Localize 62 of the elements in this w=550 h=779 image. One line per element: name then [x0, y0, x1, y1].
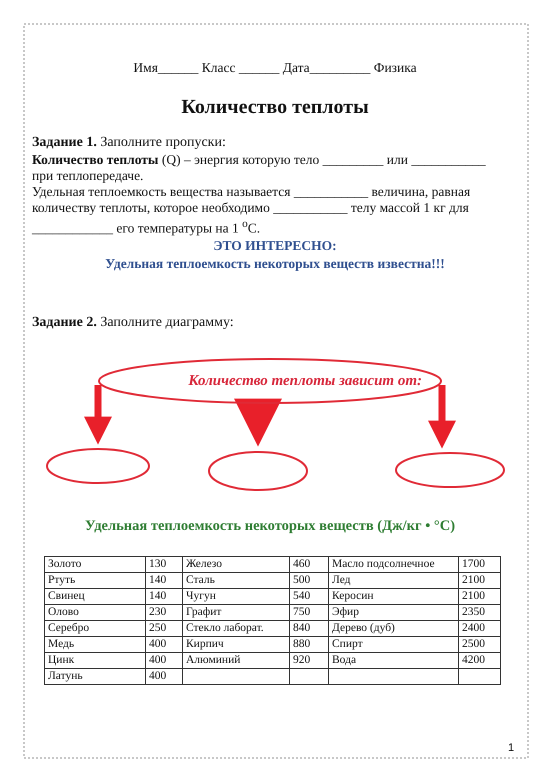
value-cell: 840 [290, 620, 328, 636]
substance-cell: Эфир [328, 604, 458, 620]
value-cell: 400 [146, 652, 182, 668]
task-text: Удельная теплоемкость вещества называется ___________ величина, равная количеству теплоты, которое необходимо ___________ телу массой 1 кг для ____________ его температуры на 1 $^{о}$С. [32, 184, 472, 236]
substance-cell: Цинк [44, 652, 146, 668]
substance-cell: Олово [44, 604, 146, 620]
note-text: Удельная теплоемкость некоторых веществ известна!!! [104, 256, 446, 272]
task-heading: Задание 1. Заполните пропуски: [32, 135, 227, 151]
ellipse-node [98, 358, 442, 404]
value-cell: 4200 [458, 652, 500, 668]
ellipse-node [46, 448, 150, 484]
page-number: 1 [508, 741, 516, 756]
substance-cell: Дерево (дуб) [328, 620, 458, 636]
task-text: Количество теплоты (Q) – энергия которую тело _________ или ___________ при теплопередаче. [32, 152, 487, 184]
value-cell: 2100 [458, 588, 500, 604]
value-cell: 130 [146, 556, 182, 572]
value-cell: 400 [146, 636, 182, 652]
value-cell: 500 [290, 572, 328, 588]
value-cell: 1700 [458, 556, 500, 572]
substance-cell: Вода [328, 652, 458, 668]
header-line: Имя______ Класс ______ Дата_________ Физика [132, 60, 418, 76]
substance-cell: Железо [182, 556, 290, 572]
substance-cell: Графит [182, 604, 290, 620]
substance-cell: Алюминий [182, 652, 290, 668]
substance-cell: Латунь [44, 668, 146, 684]
substance-cell: Кирпич [182, 636, 290, 652]
table-caption: Удельная теплоемкость некоторых веществ (Дж/кг • °С) [84, 518, 456, 534]
substance-cell: Спирт [328, 636, 458, 652]
node-text: Количество теплоты зависит от: [187, 372, 423, 391]
value-cell: 140 [146, 572, 182, 588]
substance-cell: Стекло лаборат. [182, 620, 290, 636]
substance-cell: Ртуть [44, 572, 146, 588]
value-cell: 540 [290, 588, 328, 604]
value-cell: 460 [290, 556, 328, 572]
value-cell: 2350 [458, 604, 500, 620]
substance-cell: Керосин [328, 588, 458, 604]
value-cell: 750 [290, 604, 328, 620]
page-title: Количество теплоты [180, 96, 370, 118]
value-cell: 230 [146, 604, 182, 620]
task-heading: Задание 2. Заполните диаграмму: [32, 315, 235, 331]
ellipse-node [208, 451, 308, 491]
value-cell: 880 [290, 636, 328, 652]
substance-cell: Лед [328, 572, 458, 588]
substance-cell: Свинец [44, 588, 146, 604]
substance-cell: Сталь [182, 572, 290, 588]
ellipse-node [395, 452, 505, 488]
value-cell: 2400 [458, 620, 500, 636]
value-cell: 2500 [458, 636, 500, 652]
value-cell: 250 [146, 620, 182, 636]
substance-cell: Масло подсолнечное [328, 556, 458, 572]
arrow [428, 385, 456, 449]
arrow [84, 385, 112, 445]
arrow [234, 398, 282, 447]
substance-cell: Серебро [44, 620, 146, 636]
value-cell: 920 [290, 652, 328, 668]
substance-cell: Чугун [182, 588, 290, 604]
value-cell: 2100 [458, 572, 500, 588]
substance-cell: Медь [44, 636, 146, 652]
note-heading: ЭТО ИНТЕРЕСНО: [212, 238, 338, 254]
value-cell: 400 [146, 668, 182, 684]
substance-cell: Золото [44, 556, 146, 572]
value-cell: 140 [146, 588, 182, 604]
